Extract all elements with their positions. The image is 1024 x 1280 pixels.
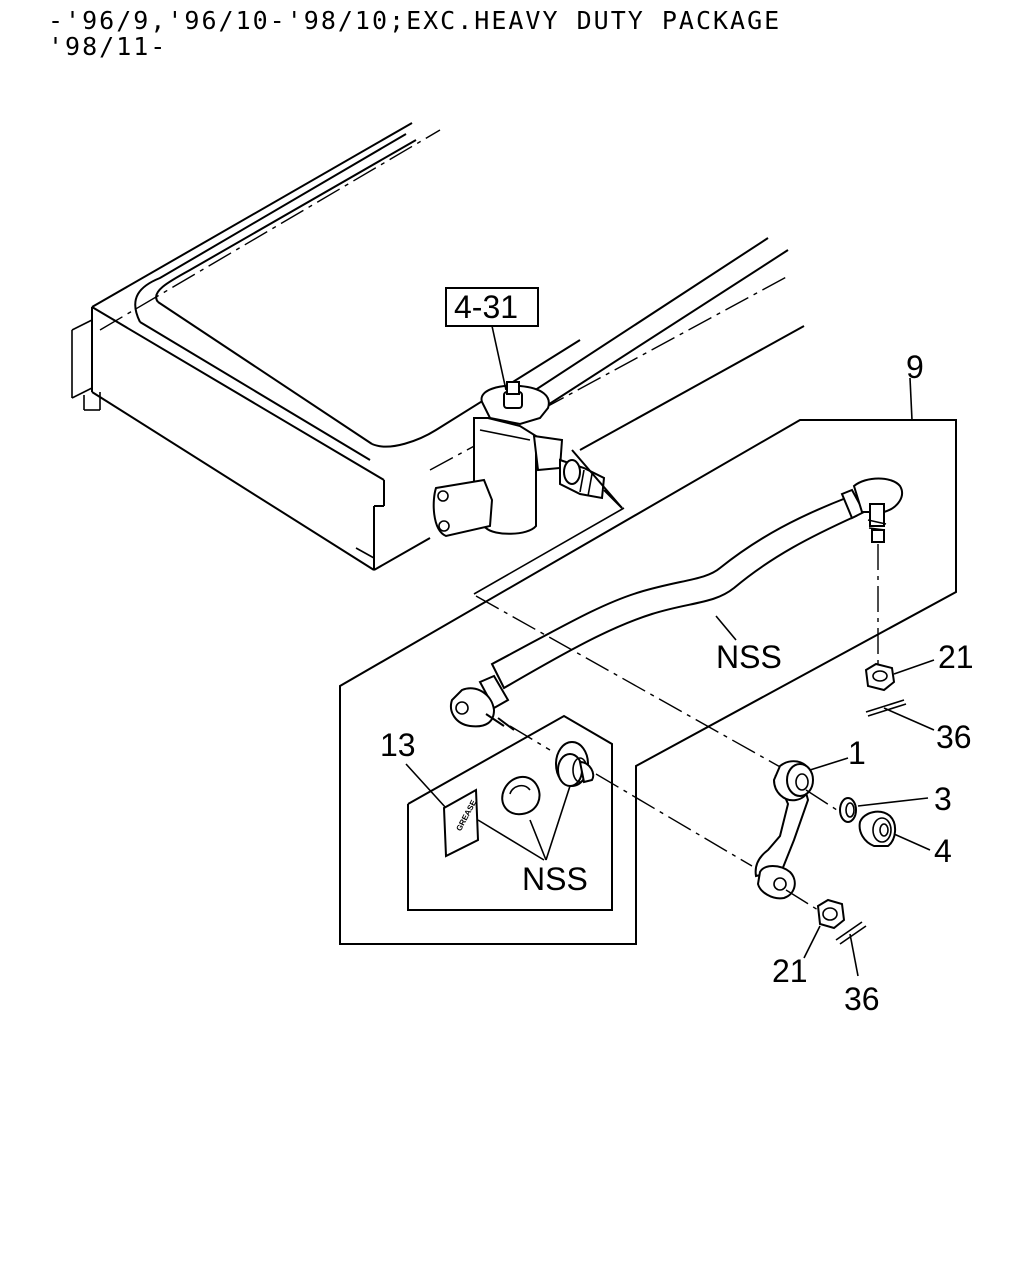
nss-label-kit: NSS: [522, 861, 588, 897]
cotter-pin-36-bottom: [835, 921, 867, 977]
callout-1: 1: [848, 735, 866, 771]
idler-arm-1: [754, 757, 849, 900]
assembly-outline: [339, 377, 957, 945]
nut-21-bottom: [803, 898, 846, 959]
cotter-pin-36-top: [865, 699, 935, 731]
steering-gear: [432, 381, 623, 538]
washer-3: [839, 797, 929, 823]
callout-4-31: 4-31: [454, 289, 518, 325]
nut-4: [858, 810, 931, 851]
applicability-line-1: -'96/9,'96/10-'98/10;EXC.HEAVY DUTY PACK…: [48, 6, 782, 35]
callout-36-top: 36: [936, 719, 972, 755]
applicability-line-2: '98/11-: [48, 32, 168, 61]
nut-21-top: [864, 659, 935, 692]
callout-21-top: 21: [938, 639, 974, 675]
callout-3: 3: [934, 781, 952, 817]
nss-label-bar: NSS: [716, 639, 782, 675]
callout-36-bottom: 36: [844, 981, 880, 1017]
callout-9: 9: [906, 349, 924, 385]
callout-13: 13: [380, 727, 416, 763]
drag-link: [450, 477, 903, 731]
repair-kit-box-13: GREASE: [405, 714, 613, 911]
callout-21-bottom: 21: [772, 953, 808, 989]
callout-4: 4: [934, 833, 952, 869]
frame-rail: [71, 122, 805, 571]
